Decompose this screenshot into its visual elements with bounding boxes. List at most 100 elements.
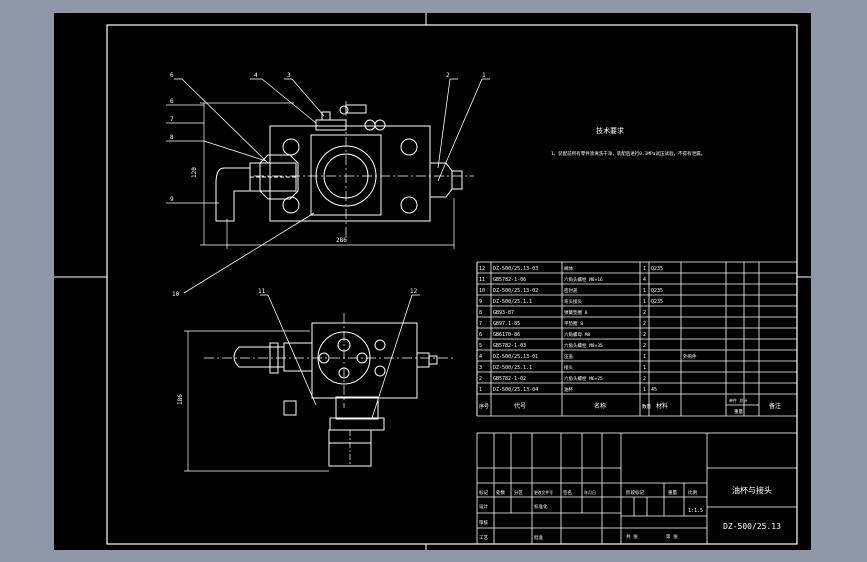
tb-weight: 重量 [668, 489, 677, 496]
drawing-sheet: 286 120 6 4 3 2 1 6 7 8 9 10 [54, 13, 811, 550]
tb-signature: 签名 [563, 489, 572, 496]
drawing-canvas: 286 120 6 4 3 2 1 6 7 8 9 10 [54, 13, 811, 550]
balloon-2: 2 [446, 72, 450, 79]
part-no: 7 [479, 321, 482, 327]
part-name: 弹簧垫圈 8 [564, 309, 588, 316]
part-qty: 1 [643, 288, 646, 294]
part-name: 六角螺母 M8 [564, 331, 590, 338]
balloon-1: 1 [482, 72, 486, 79]
part-material: Q235 [651, 266, 663, 272]
balloon-8: 8 [170, 134, 174, 141]
part-no: 9 [479, 299, 482, 305]
part-material: Q235 [651, 299, 663, 305]
part-name: 六角头螺栓 M8×16 [564, 276, 603, 283]
part-qty: 2 [643, 343, 646, 349]
balloon-4: 4 [254, 72, 258, 79]
part-qty: 4 [643, 277, 646, 283]
tb-process: 工艺 [479, 535, 488, 541]
part-name: 密封盖 [564, 287, 578, 294]
header-material: 材料 [656, 402, 668, 410]
balloon-10: 10 [172, 291, 180, 298]
part-no: 2 [479, 376, 482, 382]
top-view [200, 101, 474, 249]
header-no: 序号 [479, 403, 489, 410]
part-code: GB5782-1-02 [493, 376, 526, 382]
part-name: 六角头螺栓 M8×35 [564, 342, 603, 349]
tb-stage: 阶段标记 [626, 489, 644, 496]
part-code: DZ-500/25.13-02 [493, 288, 538, 294]
part-qty: 2 [643, 321, 646, 327]
part-qty: 1 [643, 266, 646, 272]
part-name: 阀体 [564, 265, 573, 272]
tb-date: 年月日 [584, 489, 596, 495]
tb-scale: 1:1.5 [688, 508, 703, 514]
tb-sheet-no: 第 张 [666, 533, 678, 540]
part-name: 弯头接头 [564, 298, 582, 305]
part-no: 6 [479, 332, 482, 338]
part-qty: 1 [643, 354, 646, 360]
top-leaders [166, 78, 490, 294]
balloon-3: 3 [287, 72, 291, 79]
part-no: 8 [479, 310, 482, 316]
dim-height-top: 120 [191, 167, 198, 178]
part-no: 4 [479, 354, 482, 360]
part-code: GB97.1-85 [493, 321, 520, 327]
front-leaders [260, 294, 420, 419]
part-no: 10 [479, 288, 485, 294]
part-no: 3 [479, 365, 482, 371]
tb-marks: 标记 [479, 489, 488, 496]
part-name: 六角头螺栓 M6×25 [564, 375, 603, 382]
header-weight-cols: 单件 总计 [729, 397, 747, 403]
part-qty: 2 [643, 310, 646, 316]
part-qty: 1 [643, 387, 646, 393]
front-view [184, 313, 454, 472]
header-name: 名称 [594, 402, 606, 410]
tb-checker: 审核 [479, 519, 488, 526]
part-material: Q235 [651, 288, 663, 294]
header-note: 备注 [769, 402, 781, 410]
dim-height-front: 186 [177, 394, 184, 405]
part-qty: 1 [643, 299, 646, 305]
tb-change-doc: 更改文件号 [534, 490, 553, 495]
drawing-number: DZ-500/25.13 [723, 522, 781, 531]
part-qty: 1 [643, 365, 646, 371]
part-note: 外购件 [683, 353, 697, 360]
tb-count: 处数 [496, 489, 505, 496]
tb-sheet-total: 共 张 [626, 533, 638, 540]
part-qty: 2 [643, 332, 646, 338]
part-name: 平垫圈 8 [564, 320, 583, 327]
part-code: DZ-500/25.13-04 [493, 387, 538, 393]
part-code: DZ-500/25.1.1 [493, 365, 532, 371]
tb-zone: 分区 [514, 489, 523, 496]
tech-req-title: 技术要求 [596, 126, 624, 135]
part-name: 压盖 [564, 353, 573, 360]
drawing-name: 油杯与接头 [732, 485, 772, 495]
part-code: GB5782-1-03 [493, 343, 526, 349]
tech-req-line-1: 1、装配前所有零件须清洗干净，装配后进行0.1MPa试压试验，不得有泄漏。 [551, 150, 705, 157]
part-name: 油杯 [564, 386, 573, 393]
tb-designer: 设计 [479, 503, 488, 510]
tb-scale-label: 比例 [688, 489, 697, 496]
header-code: 代号 [514, 402, 526, 410]
part-name: 接头 [564, 364, 573, 371]
part-code: GB5782-1-06 [493, 277, 526, 283]
part-no: 11 [479, 277, 485, 283]
tb-standardization: 标准化 [534, 503, 548, 510]
part-material: 45 [651, 387, 657, 393]
part-no: 12 [479, 266, 485, 272]
top-view-body [269, 125, 431, 222]
part-no: 5 [479, 343, 482, 349]
part-no: 1 [479, 387, 482, 393]
part-code: GB93-87 [493, 310, 514, 316]
balloon-6b: 6 [170, 98, 174, 105]
title-block [476, 432, 798, 545]
part-code: GB6170-86 [493, 332, 520, 338]
part-code: DZ-500/25.13-03 [493, 266, 538, 272]
part-code: DZ-500/25.13-01 [493, 354, 538, 360]
header-weight: 重量 [734, 408, 743, 415]
balloon-9: 9 [170, 196, 174, 203]
dim-width-top: 286 [336, 237, 347, 244]
balloon-11: 11 [258, 288, 266, 295]
